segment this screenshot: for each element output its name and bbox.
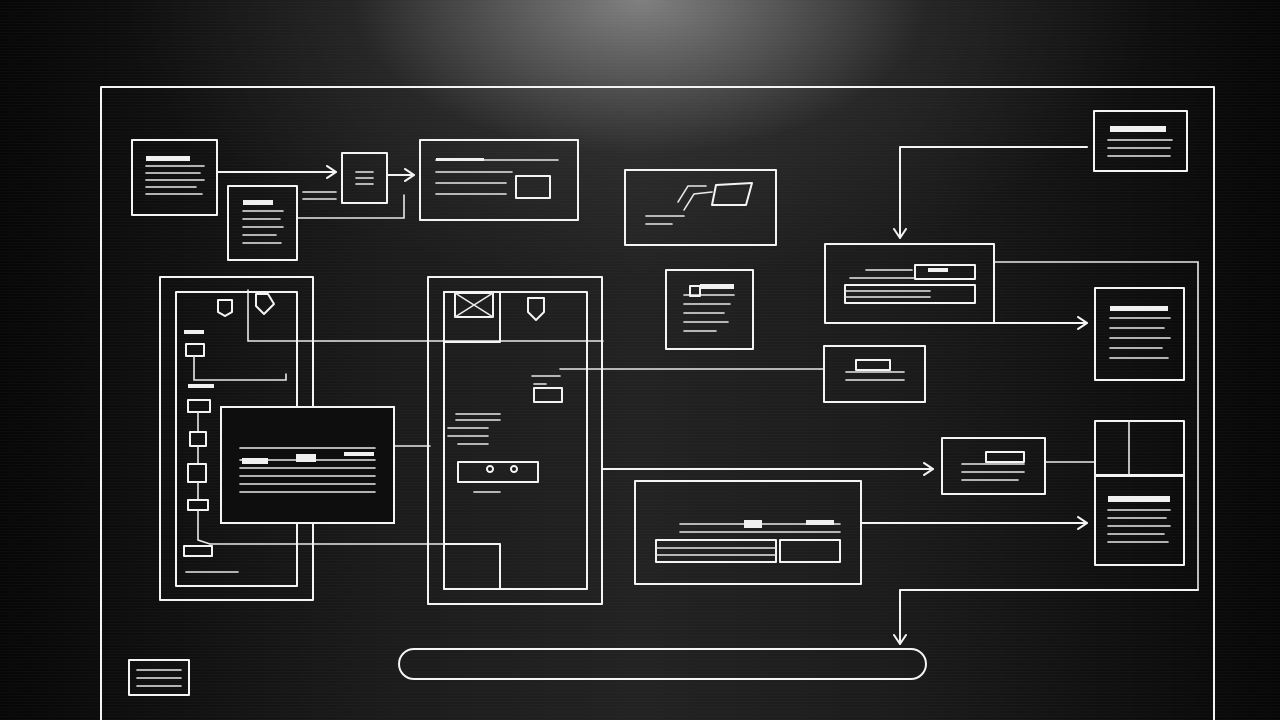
tag-icon: [255, 293, 275, 315]
hamburger-icon: [355, 171, 374, 185]
panel-right-mid: [941, 437, 1046, 495]
doc-right-3: [1094, 475, 1185, 566]
doc-input-b: [227, 185, 298, 261]
search-bar: [398, 648, 927, 680]
main-frame: [100, 86, 1215, 720]
left-overlay-panel: [220, 406, 395, 524]
sketch-panel: [624, 169, 777, 246]
link-right-spine: [993, 261, 1199, 591]
arrow-down-to-bar: [893, 589, 1199, 645]
menu-small: [341, 152, 388, 204]
image-placeholder-icon: [454, 292, 494, 318]
doc-center: [665, 269, 754, 350]
form-panel: [634, 480, 862, 585]
pin-icon-center: [527, 297, 545, 321]
right-junction: [1094, 420, 1185, 476]
left-phone: [159, 276, 314, 601]
doc-right-2: [1094, 287, 1185, 381]
panel-right-small: [823, 345, 926, 403]
dash-link-doc-b: [302, 191, 337, 200]
pin-icon: [217, 299, 233, 317]
doc-bottom-left: [128, 659, 190, 696]
content-window: [419, 139, 579, 221]
doc-input-a: [131, 139, 218, 216]
link-doc-b-to-window: [296, 194, 405, 219]
center-phone: [427, 276, 603, 605]
link-left-phone-top: [247, 289, 604, 342]
connectors: [209, 146, 1199, 645]
arrow-top-loop: [893, 146, 1088, 239]
doc-top-right: [1093, 110, 1188, 172]
panel-right-1: [824, 243, 995, 324]
